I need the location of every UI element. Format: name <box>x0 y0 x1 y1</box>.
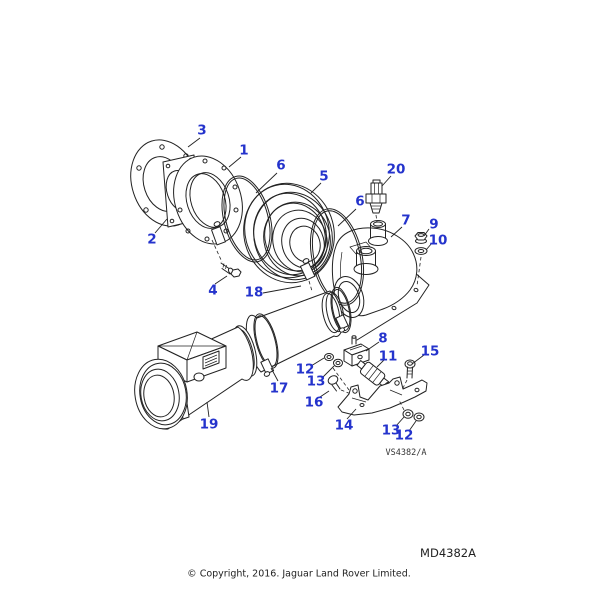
part-number-11: 11 <box>379 349 398 365</box>
part-9-nut <box>414 232 428 244</box>
part-18-connecting-hose <box>245 290 345 373</box>
leader-line-part-13 <box>322 365 335 378</box>
part-15-screw <box>400 359 416 393</box>
part-number-2: 2 <box>147 232 156 248</box>
part-number-3: 3 <box>197 123 206 139</box>
leader-line-part-17 <box>270 367 279 382</box>
part-17-hose-clamp-inner <box>330 286 352 334</box>
part-7-intake-housing <box>331 220 418 318</box>
part-number-12: 12 <box>395 428 414 444</box>
leader-line-part-18 <box>262 285 302 294</box>
housing-port-small <box>368 220 388 246</box>
part-number-20: 20 <box>387 162 406 178</box>
leader-line-part-13 <box>395 416 405 427</box>
leader-line-part-6 <box>255 172 278 194</box>
part-number-8: 8 <box>378 331 387 347</box>
part-13-nut-left <box>332 358 350 391</box>
leader-line-part-12 <box>310 357 325 367</box>
part-20-temperature-sensor <box>365 179 387 223</box>
leader-line-part-14 <box>346 408 357 420</box>
part-4-bolt <box>211 239 242 278</box>
part-number-13: 13 <box>382 423 401 439</box>
part-12-washer-left <box>324 353 334 361</box>
part-7-housing-base-plate <box>356 264 430 341</box>
part-number-10: 10 <box>429 233 448 249</box>
leader-line-part-4 <box>214 275 228 285</box>
leader-line-part-19 <box>206 401 210 418</box>
leader-line-part-20 <box>381 175 392 187</box>
part-6-hose-clamp-front <box>211 175 273 263</box>
leader-line-part-12 <box>408 420 417 432</box>
part-number-9: 9 <box>429 217 438 233</box>
part-number-19: 19 <box>200 417 219 433</box>
part-number-18: 18 <box>245 285 264 301</box>
part-number-4: 4 <box>208 283 217 299</box>
leader-line-part-2 <box>154 218 168 234</box>
drawing-code: VS4382/A <box>385 448 427 458</box>
part-12-washer-right <box>413 412 425 422</box>
part-10-washer <box>414 247 428 287</box>
part-14-mounting-bracket <box>337 376 428 416</box>
part-number-15: 15 <box>421 344 440 360</box>
leader-line-part-8 <box>365 341 380 352</box>
part-number-6: 6 <box>355 194 364 210</box>
part-5-bellows-hose <box>243 182 335 284</box>
leader-line-part-9 <box>423 228 430 237</box>
leader-line-part-1 <box>228 156 242 168</box>
leader-line-part-6 <box>337 208 357 227</box>
figure-code: MD4382A <box>420 546 476 560</box>
part-16-screw <box>327 375 352 395</box>
part-number-13: 13 <box>307 374 326 390</box>
part-19-air-flow-meter <box>134 326 254 430</box>
leader-line-part-5 <box>310 182 322 194</box>
part-number-7: 7 <box>401 213 410 229</box>
copyright-text: © Copyright, 2016. Jaguar Land Rover Lim… <box>187 568 411 580</box>
part-number-17: 17 <box>270 381 289 397</box>
part-number-1: 1 <box>239 143 248 159</box>
part-number-14: 14 <box>335 418 354 434</box>
leader-line-part-16 <box>319 390 330 398</box>
leader-line-part-3 <box>187 137 201 148</box>
leader-line-part-11 <box>376 359 385 368</box>
leader-line-part-10 <box>425 242 433 251</box>
leader-line-part-15 <box>411 354 425 365</box>
leader-line-part-7 <box>390 226 403 238</box>
part-number-16: 16 <box>305 395 324 411</box>
part-number-5: 5 <box>319 169 328 185</box>
part-6-hose-clamp-rear <box>299 208 364 306</box>
part-8-bracket <box>343 335 370 367</box>
part-13-nut-right <box>398 399 414 419</box>
part-number-6: 6 <box>276 158 285 174</box>
part-number-12: 12 <box>296 362 315 378</box>
part-17-hose-clamp <box>253 313 279 377</box>
